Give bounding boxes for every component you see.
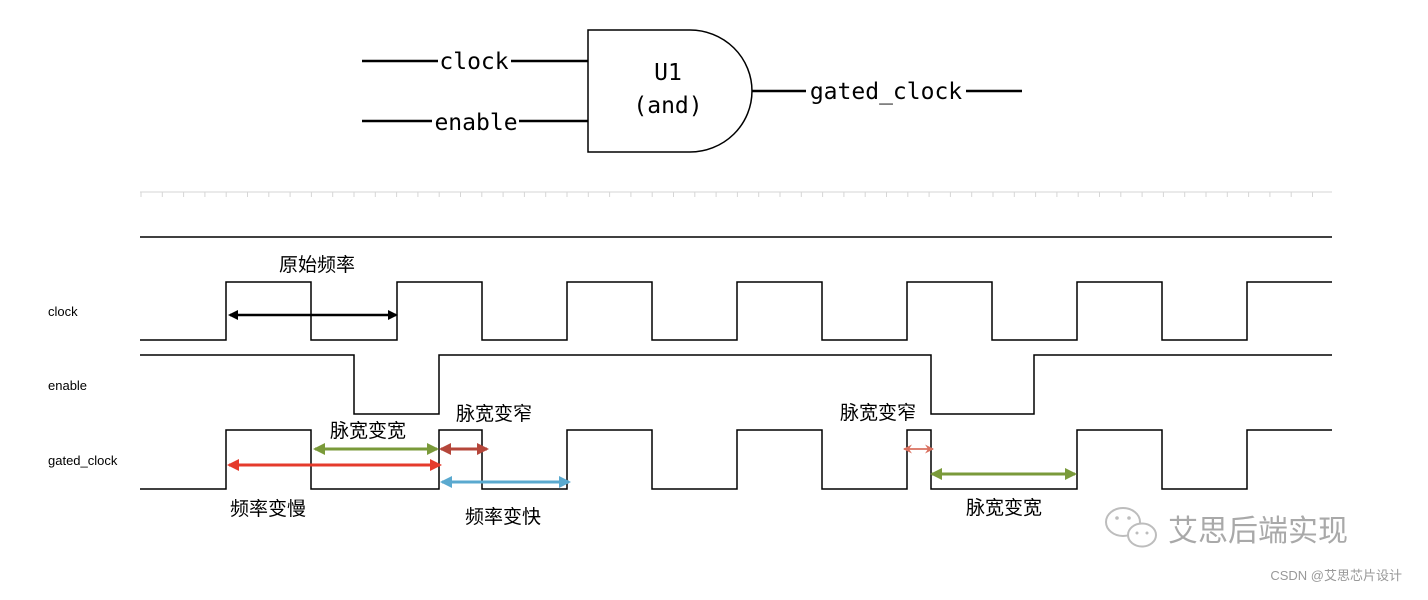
signal-name-gated-clock: gated_clock xyxy=(48,453,118,468)
gate-input-clock-label: clock xyxy=(439,49,508,75)
clock-waveform xyxy=(140,281,1332,341)
gate-type: (and) xyxy=(633,93,702,119)
wechat-icon xyxy=(1105,507,1157,548)
pulse-wider-label-1: 脉宽变宽 xyxy=(330,420,406,442)
freq-slower-label: 频率变慢 xyxy=(230,498,306,520)
gate-output-label: gated_clock xyxy=(810,79,962,105)
gate-input-enable-label: enable xyxy=(434,110,517,136)
time-ruler-ticks xyxy=(140,192,1313,197)
gated-clock-waveform xyxy=(140,429,1332,490)
pulse-narrower-label-1: 脉宽变窄 xyxy=(456,403,532,425)
signal-name-clock: clock xyxy=(48,304,78,319)
and-gate-body xyxy=(587,29,753,153)
and-gate-schematic: clock enable U1 (and) gated_clock xyxy=(362,29,1022,153)
enable-waveform xyxy=(140,354,1332,415)
annotations: 原始频率 脉宽变宽 频率变慢 脉宽变窄 频率变快 脉宽变窄 脉宽变宽 xyxy=(227,254,1077,528)
csdn-credit: CSDN @艾思芯片设计 xyxy=(1270,568,1402,583)
gate-name: U1 xyxy=(654,60,682,86)
pulse-wider-label-2: 脉宽变宽 xyxy=(966,497,1042,519)
watermark-text: 艾思后端实现 xyxy=(1168,515,1348,548)
pulse-narrower-label-2: 脉宽变窄 xyxy=(840,402,916,424)
waveform-area: clock enable gated_clock xyxy=(48,191,1332,490)
freq-faster-label: 频率变快 xyxy=(465,506,541,528)
watermark: 艾思后端实现 CSDN @艾思芯片设计 xyxy=(1105,507,1402,583)
signal-name-enable: enable xyxy=(48,378,87,393)
original-frequency-label: 原始频率 xyxy=(279,254,355,276)
